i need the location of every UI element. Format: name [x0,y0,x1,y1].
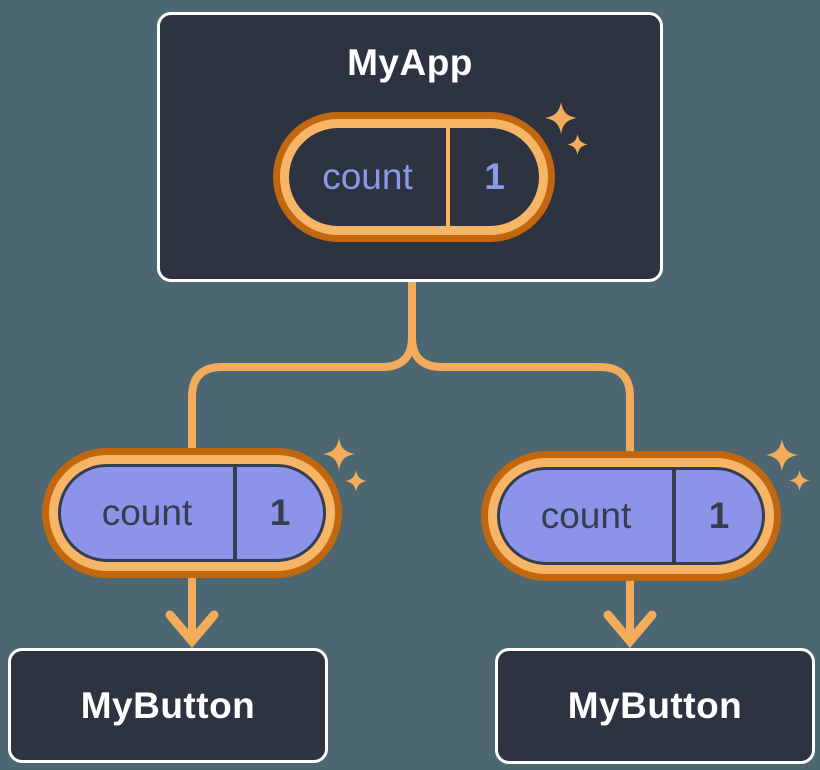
pill-body: count 1 [58,464,326,562]
mybutton-node-left: MyButton [8,648,328,763]
myapp-title: MyApp [347,42,473,83]
state-name-label: count [540,495,632,536]
pill-divider [672,470,676,562]
pill-divider [233,467,237,559]
pill-outer-ring: count 1 [280,119,548,235]
sparkle-large-icon [545,102,577,134]
sparkle-small-icon [789,470,810,491]
sparkle-large-icon [766,439,798,471]
mybutton-node-right: MyButton [495,648,815,764]
child-state-pill-left: count 1 [42,448,342,578]
state-value-label: 1 [708,495,730,536]
state-name-label: count [322,156,413,197]
sparkle-small-icon [345,470,367,492]
sparkle-large-icon [323,438,355,470]
state-value-label: 1 [269,492,291,533]
arrow-down-icon [165,610,219,648]
mybutton-title-right: MyButton [567,685,743,726]
root-state-pill: count 1 [273,112,555,242]
pill-divider [446,128,450,226]
myapp-node: MyApp count 1 [157,12,663,282]
pill-outer-ring: count 1 [49,455,335,571]
connector-branch-right [408,280,634,637]
pill-body: count 1 [497,467,765,565]
pill-outer-ring: count 1 [488,458,774,574]
state-name-label: count [101,492,193,533]
arrow-down-icon [603,610,657,648]
mybutton-title-left: MyButton [80,684,256,726]
child-state-pill-right: count 1 [481,451,781,581]
sparkle-small-icon [567,134,588,155]
pill-body: count 1 [289,128,539,226]
state-value-label: 1 [484,156,505,197]
